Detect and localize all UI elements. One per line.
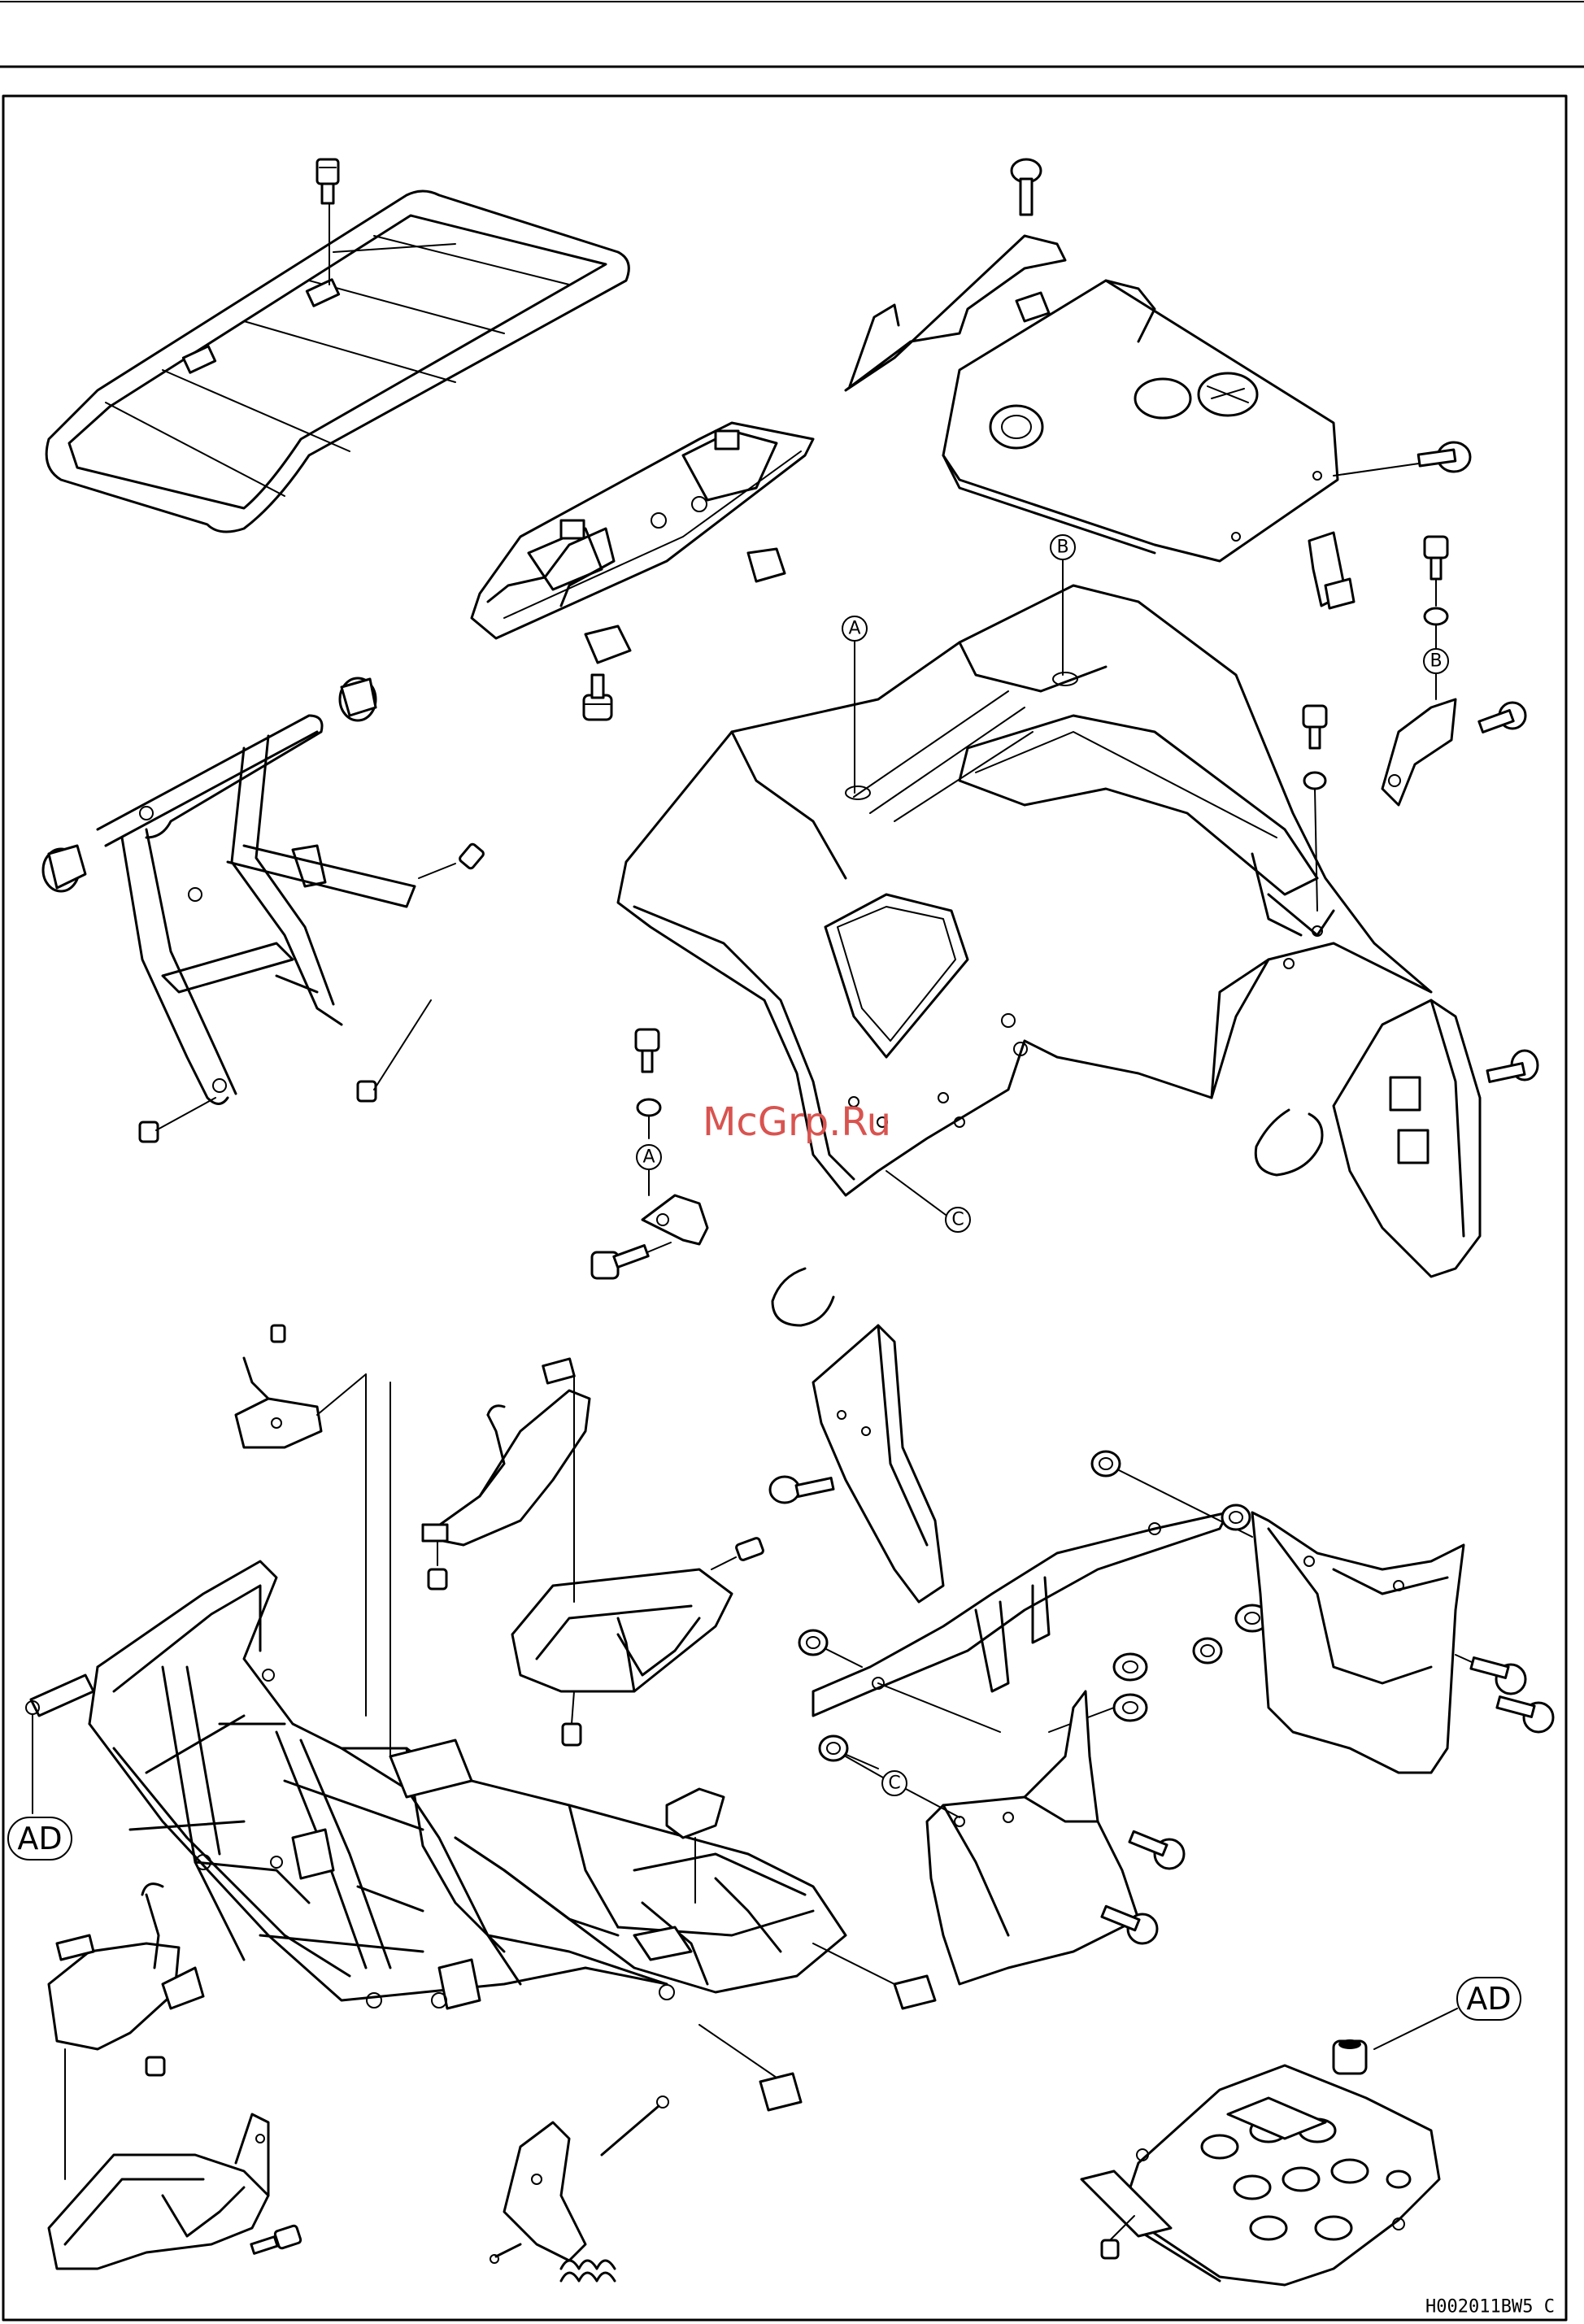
svg-text:C: C bbox=[951, 1210, 964, 1230]
drawing-code: H002011BW5 C bbox=[1425, 2297, 1555, 2317]
svg-text:AD: AD bbox=[1466, 1981, 1511, 2017]
right-fender-bracket bbox=[1382, 699, 1456, 805]
frame-stud-left bbox=[26, 1675, 94, 1813]
cover-clip-nut bbox=[1309, 533, 1354, 608]
footrest-left bbox=[49, 1884, 203, 2049]
left-flap-bolt bbox=[770, 1477, 833, 1503]
frame-pad-lower bbox=[699, 2025, 801, 2110]
svg-text:C: C bbox=[888, 1773, 900, 1794]
callout-B-bracket: B bbox=[1424, 625, 1448, 699]
bracket-bolt bbox=[584, 675, 611, 720]
svg-text:B: B bbox=[1056, 537, 1068, 558]
footrest-right-bolt bbox=[429, 1541, 446, 1589]
footrest-right bbox=[423, 1359, 590, 1545]
rear-right-panel bbox=[1252, 1512, 1464, 1773]
right-bracket-washer bbox=[1425, 608, 1447, 625]
mud-flap-bolt bbox=[1487, 1051, 1538, 1081]
cover-side-bolt bbox=[1334, 442, 1470, 476]
fender-bracket-bolt-top bbox=[636, 1029, 660, 1138]
skid-plate-cap bbox=[1334, 2039, 1366, 2074]
svg-text:B: B bbox=[1430, 651, 1442, 672]
wire-clamp-left bbox=[772, 1269, 833, 1325]
fender-bracket-bolt-side bbox=[592, 1243, 671, 1278]
callout-AD-skid: AD bbox=[1374, 1978, 1521, 2049]
grab-bar-cap-right bbox=[340, 678, 376, 720]
grab-bar-cap-left bbox=[43, 846, 85, 891]
fender-bracket-left bbox=[642, 1195, 707, 1244]
main-frame bbox=[89, 1382, 846, 2008]
right-bracket-bolt-top bbox=[1425, 537, 1447, 606]
watermark: McGrp.Ru bbox=[703, 1099, 891, 1145]
stand-cotter bbox=[490, 2244, 520, 2263]
footrest-guard-left-bolt bbox=[251, 2225, 302, 2253]
callout-AD-frame: AD bbox=[8, 1817, 72, 1860]
callout-A-bracket: A bbox=[637, 1145, 661, 1195]
stand-spring bbox=[561, 2261, 615, 2281]
callout-C-flap: C bbox=[846, 1756, 960, 1817]
stand-pin bbox=[602, 2096, 668, 2155]
rear-carrier bbox=[46, 191, 629, 532]
rear-bracket bbox=[472, 423, 813, 638]
upper-cover bbox=[943, 281, 1338, 561]
frame-pad-right bbox=[813, 1943, 935, 2008]
svg-text:A: A bbox=[848, 619, 860, 639]
rear-bracket-bar bbox=[813, 1512, 1228, 1732]
grab-bar-bolts bbox=[140, 843, 485, 1142]
clip-bracket-left bbox=[236, 1325, 366, 1716]
stand-bracket bbox=[504, 2122, 585, 2261]
rear-mud-flap-right bbox=[1334, 1000, 1480, 1277]
rear-panel-bolts bbox=[1456, 1655, 1553, 1732]
rear-mud-flap-left bbox=[813, 1325, 943, 1602]
svg-text:AD: AD bbox=[17, 1821, 62, 1856]
svg-text:A: A bbox=[642, 1147, 655, 1168]
lower-rear-flap bbox=[927, 1691, 1138, 1984]
right-bracket-side-bolt bbox=[1479, 703, 1525, 732]
skid-plate bbox=[1122, 2065, 1439, 2285]
callout-C-fender: C bbox=[886, 1171, 970, 1232]
footrest-guard-left bbox=[49, 2114, 268, 2269]
grab-bar-frame bbox=[98, 716, 415, 1104]
wire-clamp-right bbox=[1255, 1110, 1322, 1175]
carrier-bolt bbox=[317, 159, 338, 203]
upper-cover-bolt bbox=[1012, 159, 1041, 215]
